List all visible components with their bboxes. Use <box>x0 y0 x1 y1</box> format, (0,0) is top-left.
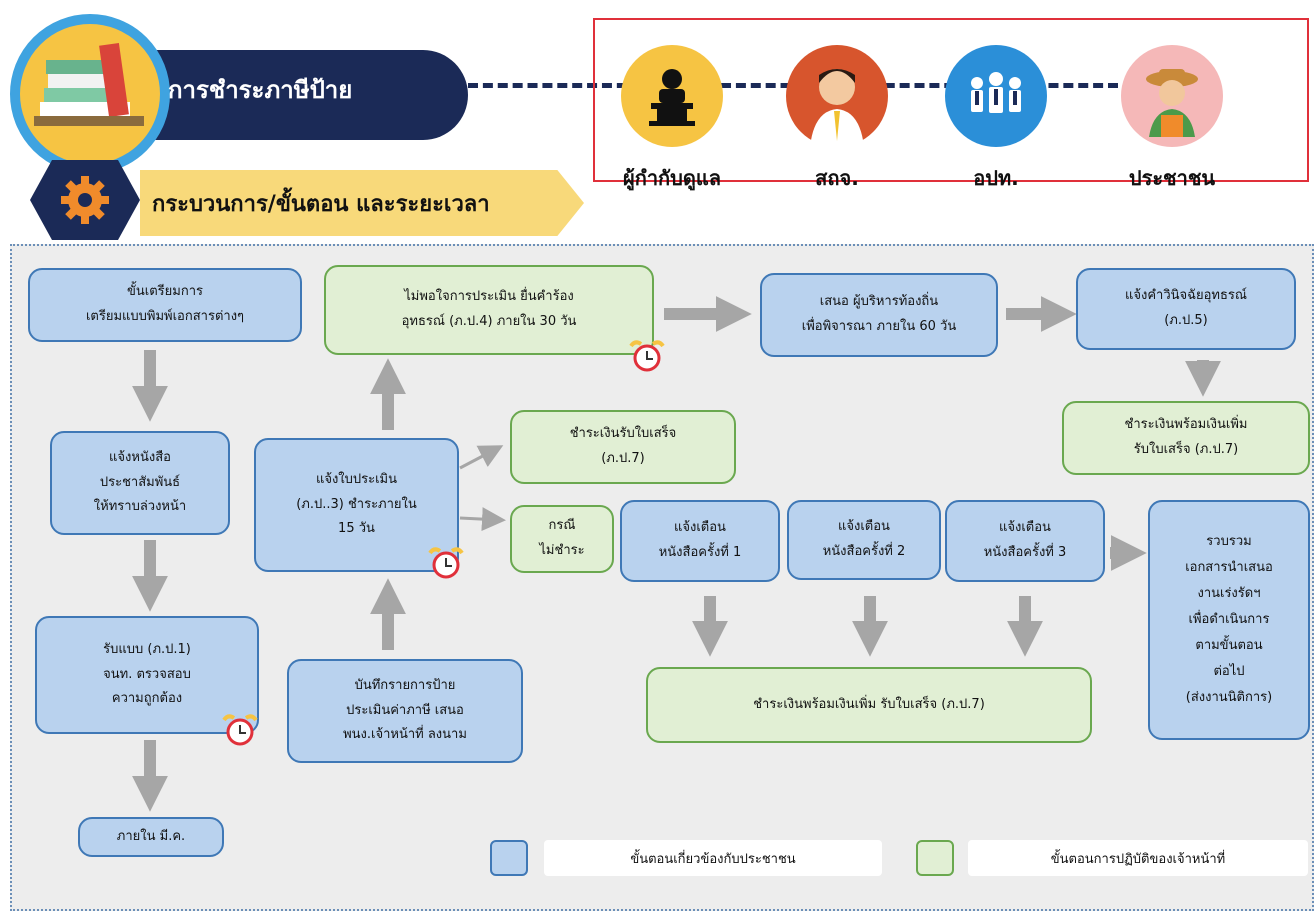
step-appeal: ไม่พอใจการประเมิน ยื่นคำร้อง อุทธรณ์ (ภ.… <box>324 265 654 355</box>
step-prep: ขั้นเตรียมการ เตรียมแบบพิมพ์เอกสารต่างๆ <box>28 268 302 342</box>
legend-citizen-swatch <box>490 840 528 876</box>
arrow-assess-to-notpaid <box>459 507 506 532</box>
step-pay-receipt: ชำระเงินรับใบเสร็จ (ภ.ป.7) <box>510 410 736 484</box>
section-banner <box>140 170 584 236</box>
alarm-clock-icon <box>222 714 258 746</box>
step-propose-exec: เสนอ ผู้บริหารท้องถิ่น เพื่อพิจารณา ภายใ… <box>760 273 998 357</box>
step-warn-2: แจ้งเตือน หนังสือครั้งที่ 2 <box>787 500 941 580</box>
section-title: กระบวนการ/ขั้นตอน และระยะเวลา <box>152 192 490 217</box>
alarm-clock-icon <box>428 547 464 579</box>
legend-officer-label: ขั้นตอนการปฏิบัติของเจ้าหน้าที่ <box>968 840 1308 876</box>
role-label-local-admin: อปท. <box>973 166 1019 190</box>
step-warn-3: แจ้งเตือน หนังสือครั้งที่ 3 <box>945 500 1105 582</box>
roles-panel: ผู้กำกับดูแล สถจ. อปท. <box>593 18 1309 190</box>
books-icon <box>10 14 170 174</box>
step-assess-notice: แจ้งใบประเมิน (ภ.ป..3) ชำระภายใน 15 วัน <box>254 438 459 572</box>
page-title: การชำระภาษีป้าย <box>168 76 353 104</box>
farmer-icon <box>1121 45 1223 147</box>
role-label-supervisor: ผู้กำกับดูแล <box>623 166 721 190</box>
role-label-citizen: ประชาชน <box>1128 166 1216 190</box>
step-warn-1: แจ้งเตือน หนังสือครั้งที่ 1 <box>620 500 780 582</box>
alarm-clock-icon <box>629 340 665 372</box>
step-receive-form: รับแบบ (ภ.ป.1) จนท. ตรวจสอบ ความถูกต้อง <box>35 616 259 734</box>
step-record: บันทึกรายการป้าย ประเมินค่าภาษี เสนอ พนง… <box>287 659 523 763</box>
staff-group-icon <box>945 45 1047 147</box>
title-banner <box>150 50 468 140</box>
step-notify-public: แจ้งหนังสือ ประชาสัมพันธ์ ให้ทราบล่วงหน้… <box>50 431 230 535</box>
step-collect-documents: รวบรวม เอกสารนำเสนอ งานเร่งรัดฯ เพื่อดำเ… <box>1148 500 1310 740</box>
podium-speaker-icon <box>621 45 723 147</box>
official-man-icon <box>786 45 888 147</box>
step-pay-plus-bottom: ชำระเงินพร้อมเงินเพิ่ม รับใบเสร็จ (ภ.ป.7… <box>646 667 1092 743</box>
role-label-provincial-office: สถจ. <box>815 166 859 190</box>
arrow-assess-to-receipt <box>459 445 504 470</box>
legend-citizen-label: ขั้นตอนเกี่ยวข้องกับประชาชน <box>544 840 882 876</box>
step-appeal-decision: แจ้งคำวินิจฉัยอุทธรณ์ (ภ.ป.5) <box>1076 268 1296 350</box>
step-not-paid: กรณี ไม่ชำระ <box>510 505 614 573</box>
step-pay-plus-top: ชำระเงินพร้อมเงินเพิ่ม รับใบเสร็จ (ภ.ป.7… <box>1062 401 1310 475</box>
legend-officer-swatch <box>916 840 954 876</box>
gear-icon <box>30 160 140 240</box>
step-within-march: ภายใน มี.ค. <box>78 817 224 857</box>
